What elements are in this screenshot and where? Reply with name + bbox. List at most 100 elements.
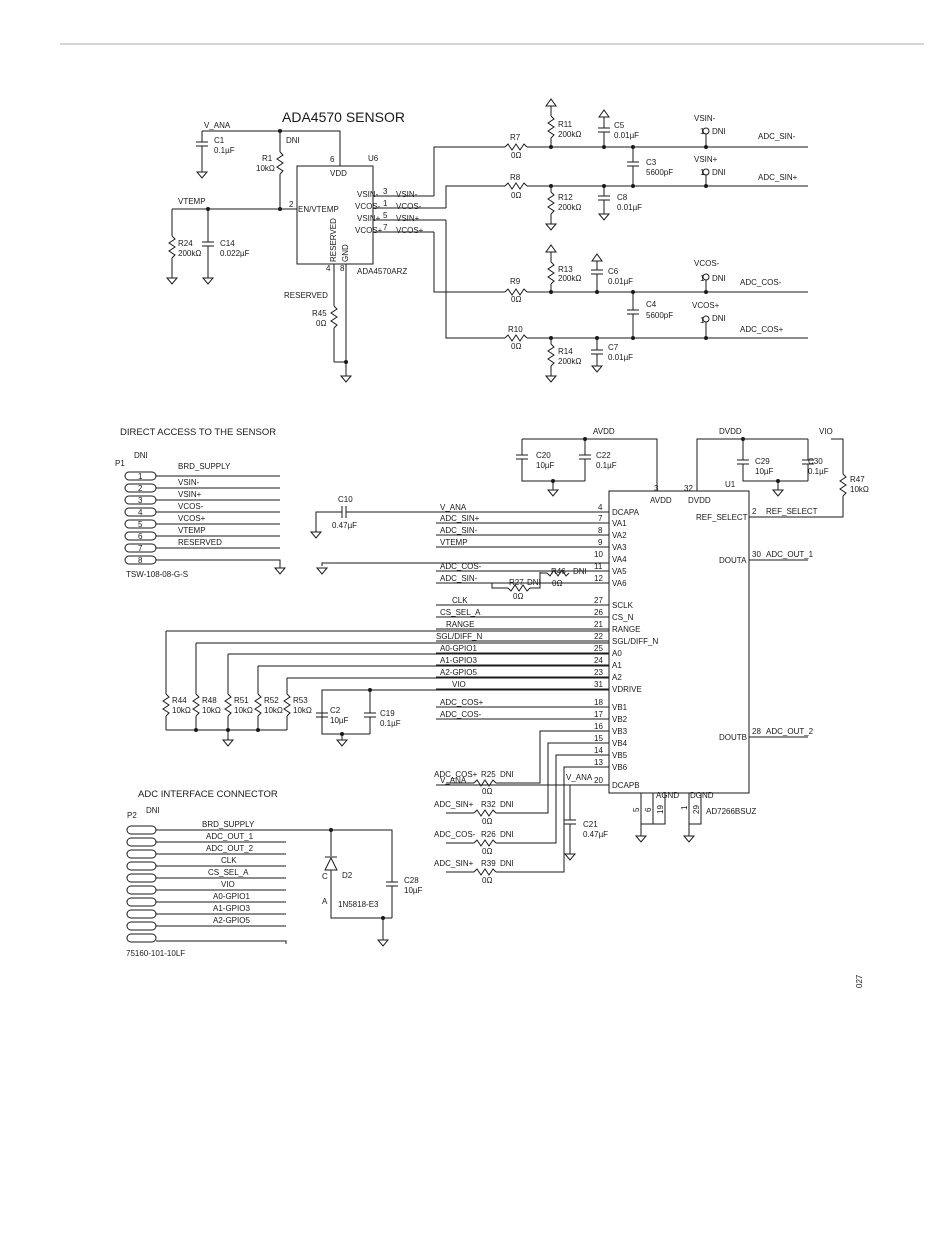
svg-text:0.01µF: 0.01µF	[608, 353, 633, 362]
vb-dni: DNI	[500, 800, 514, 809]
net-adc-cos-p: ADC_COS+	[740, 325, 784, 334]
svg-text:1: 1	[700, 316, 705, 325]
adc-pin-num: 15	[594, 734, 603, 743]
svg-text:3: 3	[383, 187, 388, 196]
svg-text:VSIN-: VSIN-	[396, 190, 418, 199]
svg-text:C: C	[322, 872, 328, 881]
adc-pin-name: A1	[612, 661, 622, 670]
adc-pin-num: 9	[598, 538, 603, 547]
svg-text:D2: D2	[342, 871, 353, 880]
svg-text:0Ω: 0Ω	[511, 151, 521, 160]
vb-dni: DNI	[500, 830, 514, 839]
p2-part: 75160-101-10LF	[126, 949, 185, 958]
svg-text:C19: C19	[380, 709, 395, 718]
svg-text:CS_SEL_A: CS_SEL_A	[208, 868, 249, 877]
svg-text:REF_SELECT: REF_SELECT	[696, 513, 748, 522]
svg-text:1: 1	[700, 274, 705, 283]
svg-text:A0-GPIO1: A0-GPIO1	[213, 892, 250, 901]
svg-text:0.022µF: 0.022µF	[220, 249, 250, 258]
adc-pin-name: DCAPB	[612, 781, 640, 790]
svg-text:0.01µF: 0.01µF	[617, 203, 642, 212]
svg-text:R45: R45	[312, 309, 327, 318]
adc-pin-num: 11	[594, 562, 603, 571]
svg-text:R11: R11	[558, 120, 573, 129]
adc-net-label: RANGE	[446, 620, 474, 629]
adc-pin-num: 14	[594, 746, 603, 755]
svg-text:RESERVED: RESERVED	[329, 218, 338, 262]
pullup-value: 10kΩ	[293, 706, 312, 715]
svg-text:V_ANA: V_ANA	[566, 773, 593, 782]
svg-text:32: 32	[684, 484, 693, 493]
svg-text:DNI: DNI	[527, 578, 541, 587]
svg-text:R10: R10	[508, 325, 523, 334]
svg-text:10kΩ: 10kΩ	[850, 485, 869, 494]
svg-text:VTEMP: VTEMP	[178, 526, 206, 535]
svg-text:VSIN+: VSIN+	[178, 490, 202, 499]
p2-pin	[126, 909, 157, 919]
svg-text:DGND: DGND	[690, 791, 714, 800]
u1-part: AD7266BSUZ	[706, 807, 756, 816]
svg-text:DVDD: DVDD	[688, 496, 711, 505]
adc-pin-num: 4	[598, 503, 603, 512]
adc-net-label: A0-GPIO1	[440, 644, 477, 653]
svg-text:R12: R12	[558, 193, 573, 202]
pullup-ref: R44	[172, 696, 187, 705]
p1-pin-num: 3	[138, 496, 143, 505]
pullup-ref: R51	[234, 696, 249, 705]
adc-pin-name: VB5	[612, 751, 628, 760]
adc-pin-name: SGL/DIFF_N	[612, 637, 658, 646]
svg-text:6: 6	[330, 155, 335, 164]
adc-pin-num: 20	[594, 776, 603, 785]
svg-text:10µF: 10µF	[536, 461, 555, 470]
adc-pin-name: CS_N	[612, 613, 634, 622]
svg-text:VSIN+: VSIN+	[396, 214, 420, 223]
svg-text:4: 4	[326, 264, 331, 273]
svg-text:VIO: VIO	[221, 880, 235, 889]
svg-text:DOUTB: DOUTB	[719, 733, 747, 742]
svg-text:BRD_SUPPLY: BRD_SUPPLY	[202, 820, 255, 829]
svg-text:1: 1	[680, 805, 689, 810]
svg-text:C14: C14	[220, 239, 235, 248]
vb-value: 0Ω	[482, 787, 492, 796]
p1-pin-num: 7	[138, 544, 143, 553]
adc-net-label: A1-GPIO3	[440, 656, 477, 665]
svg-text:DNI: DNI	[712, 314, 726, 323]
svg-text:P1: P1	[115, 459, 125, 468]
svg-text:VCOS-: VCOS-	[396, 202, 422, 211]
adc-pin-num: 27	[594, 596, 603, 605]
svg-text:0Ω: 0Ω	[316, 319, 326, 328]
adc-net-label: V_ANA	[440, 503, 467, 512]
adc-pin-name: VA1	[612, 519, 627, 528]
p2-pin	[126, 897, 157, 907]
adc-pin-num: 23	[594, 668, 603, 677]
svg-text:0.01µF: 0.01µF	[614, 131, 639, 140]
adc-pin-num: 22	[594, 632, 603, 641]
svg-text:RESERVED: RESERVED	[178, 538, 222, 547]
adc-pin-name: VB2	[612, 715, 628, 724]
adc-pin-name: DCAPA	[612, 508, 640, 517]
adc-pin-num: 10	[594, 550, 603, 559]
vb-dni: DNI	[500, 770, 514, 779]
p2-pin	[126, 861, 157, 871]
svg-text:R8: R8	[510, 173, 521, 182]
net-avdd: AVDD	[593, 427, 615, 436]
r1-value: 10kΩ	[256, 164, 275, 173]
adc-pin-name: A2	[612, 673, 622, 682]
p2-pin	[126, 825, 157, 835]
svg-text:A2-GPIO5: A2-GPIO5	[213, 916, 250, 925]
svg-text:R7: R7	[510, 133, 521, 142]
svg-text:R24: R24	[178, 239, 193, 248]
vb-ref: R39	[481, 859, 496, 868]
svg-text:ADC_OUT_1: ADC_OUT_1	[766, 550, 814, 559]
svg-text:BRD_SUPPLY: BRD_SUPPLY	[178, 462, 231, 471]
adc-pin-num: 12	[594, 574, 603, 583]
adc-net-label: V_ANA	[440, 776, 467, 785]
net-adc-cos-m: ADC_COS-	[740, 278, 782, 287]
svg-text:R46: R46	[551, 567, 566, 576]
p1-pin-num: 1	[138, 472, 143, 481]
adc-net-label: ADC_COS-	[440, 710, 482, 719]
svg-text:5600pF: 5600pF	[646, 311, 673, 320]
adc-pin-name: VA3	[612, 543, 627, 552]
adc-section: U1 AD7266BSUZ AVDD DVDD 3 32 AGND DGND D…	[162, 427, 869, 885]
svg-text:VCOS-: VCOS-	[694, 259, 720, 268]
